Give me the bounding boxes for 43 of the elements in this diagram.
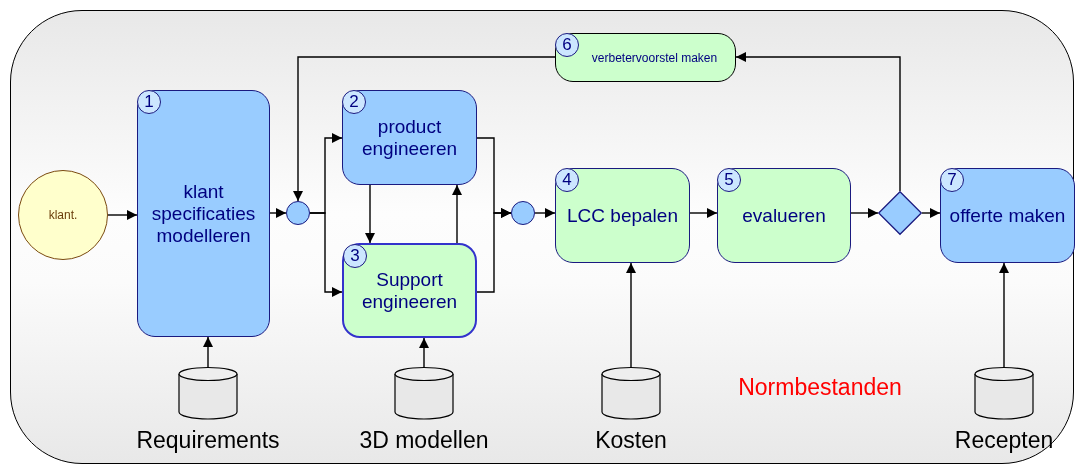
arrow [534, 208, 556, 218]
database-label: 3D modellen [358, 426, 490, 454]
step-number: 6 [555, 33, 579, 57]
arrow [309, 212, 343, 297]
step-number: 5 [717, 168, 741, 192]
step-label: verbetervoorstel maken [590, 49, 719, 67]
step-label: klant specificaties modelleren [150, 180, 257, 247]
circle-label: klant. [48, 208, 78, 222]
arrow [452, 184, 462, 244]
arrow [107, 210, 138, 220]
step-number: 4 [555, 168, 579, 192]
process-box [555, 168, 690, 263]
note-text: Normbestanden [737, 374, 903, 401]
arrow [293, 56, 556, 202]
process-box [137, 90, 270, 337]
process-box [940, 168, 1075, 263]
arrow [921, 208, 941, 218]
step-label: evalueren [741, 204, 827, 227]
step-number: 3 [343, 244, 367, 268]
step-label: Support engineeren [360, 268, 459, 313]
arrow [419, 337, 429, 369]
arrow [626, 262, 636, 369]
arrow [735, 52, 901, 192]
step-label: offerte maken [948, 204, 1067, 227]
database-label: Kosten [594, 426, 668, 454]
arrow [689, 208, 718, 218]
database-label: Recepten [953, 426, 1055, 454]
arrow [203, 336, 213, 369]
database-label: Requirements [135, 426, 281, 454]
step-label: LCC bepalen [566, 204, 679, 227]
step-number: 1 [137, 90, 161, 114]
arrow [269, 208, 287, 218]
process-box [342, 243, 477, 338]
arrow [999, 262, 1009, 369]
arrow [850, 208, 879, 218]
arrow [365, 184, 375, 244]
process-box [555, 33, 736, 82]
process-box [717, 168, 851, 263]
arrow [476, 208, 512, 293]
process-box [342, 90, 477, 185]
step-label: product engineeren [360, 115, 459, 160]
step-number: 2 [342, 90, 366, 114]
step-number: 7 [940, 168, 964, 192]
